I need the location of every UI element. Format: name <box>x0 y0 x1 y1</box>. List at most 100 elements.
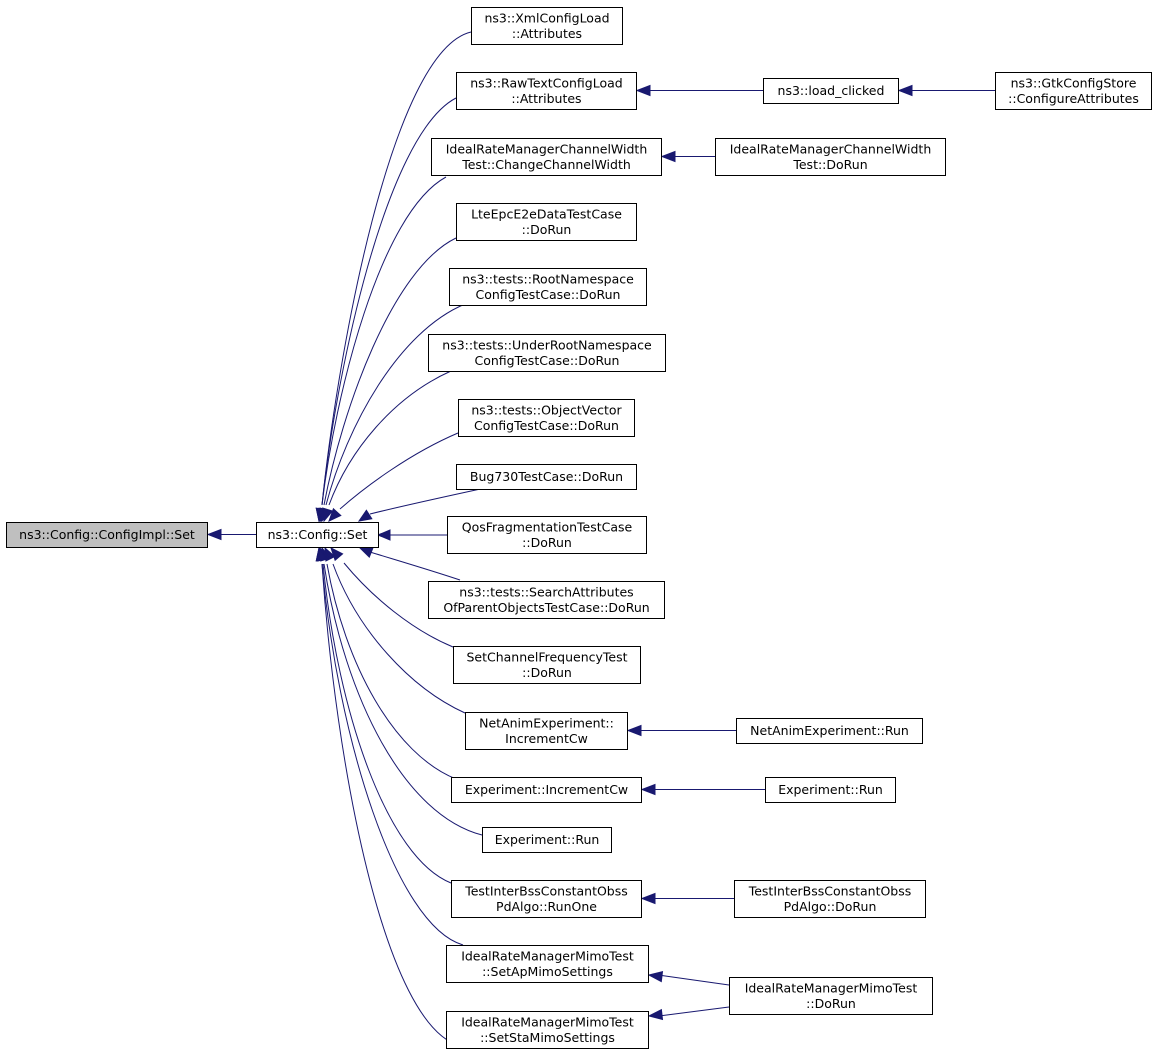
node-label-line: ConfigTestCase::DoRun <box>476 287 621 302</box>
node-label-line: ns3::XmlConfigLoad <box>484 10 609 25</box>
node-xml-config-load[interactable]: ns3::XmlConfigLoad::Attributes <box>471 7 623 45</box>
node-box <box>456 464 637 490</box>
node-box <box>482 827 612 853</box>
node-box <box>715 138 946 176</box>
node-box <box>734 880 926 918</box>
edge-xml_config_load-to-config_set <box>315 31 472 523</box>
node-label-line: IdealRateManagerChannelWidth <box>730 141 932 156</box>
node-label-line: Test::DoRun <box>792 157 867 172</box>
node-box <box>471 7 623 45</box>
node-box <box>6 522 208 548</box>
node-label-line: ::Attributes <box>511 91 581 106</box>
node-label-line: ::ConfigureAttributes <box>1008 91 1139 106</box>
node-layer: ns3::Config::ConfigImpl::Set ns3::Config:… <box>6 7 1152 1049</box>
node-label-line: ::DoRun <box>522 222 572 237</box>
edge-layer <box>206 31 995 1047</box>
node-box <box>465 712 628 750</box>
node-experiment-increment[interactable]: Experiment::IncrementCw <box>451 777 642 803</box>
edge-qos_fragmentation-to-config_set <box>376 529 447 541</box>
node-label-line: ::DoRun <box>806 996 856 1011</box>
node-box <box>729 977 933 1015</box>
node-label-line: ns3::tests::ObjectVector <box>471 402 622 417</box>
node-box <box>763 78 899 104</box>
node-netanim-run[interactable]: NetAnimExperiment::Run <box>736 718 923 744</box>
node-box <box>446 1011 649 1049</box>
edge-gtk_config_store-to-load_clicked <box>897 84 995 97</box>
node-gtk-config-store[interactable]: ns3::GtkConfigStore::ConfigureAttributes <box>995 72 1152 110</box>
node-change-channel-width[interactable]: IdealRateManagerChannelWidthTest::Change… <box>431 138 662 176</box>
node-label-line: TestInterBssConstantObss <box>748 883 912 898</box>
node-bug730[interactable]: Bug730TestCase::DoRun <box>456 464 637 490</box>
node-label-line: ns3::tests::SearchAttributes <box>459 584 633 599</box>
node-experiment-run-right[interactable]: Experiment::Run <box>765 777 896 803</box>
node-search-attributes[interactable]: ns3::tests::SearchAttributesOfParentObje… <box>428 581 665 619</box>
node-box <box>736 718 923 744</box>
edge-inter_bss_dorun-to-inter_bss_runone <box>640 892 734 905</box>
node-label-line: PdAlgo::RunOne <box>496 899 597 914</box>
edge-netanim_run-to-netanim_increment <box>626 724 736 737</box>
node-label-line: IdealRateManagerMimoTest <box>745 980 918 995</box>
node-config-set[interactable]: ns3::Config::Set <box>256 522 379 548</box>
node-label-line: SetChannelFrequencyTest <box>466 649 627 664</box>
node-box <box>446 945 649 983</box>
node-config-impl-set[interactable]: ns3::Config::ConfigImpl::Set <box>6 522 208 548</box>
node-box <box>451 777 642 803</box>
node-label-line: QosFragmentationTestCase <box>462 519 633 534</box>
edge-under_root_namespace-to-config_set <box>322 370 452 523</box>
edge-load_clicked-to-raw_text_config_load <box>635 84 763 97</box>
edge-channel_width_dorun-to-change_channel_width <box>660 150 715 163</box>
node-box <box>458 399 635 437</box>
node-load-clicked[interactable]: ns3::load_clicked <box>763 78 899 104</box>
node-mimo-dorun[interactable]: IdealRateManagerMimoTest::DoRun <box>729 977 933 1015</box>
node-label-line: Experiment::Run <box>495 832 600 847</box>
edge-netanim_increment-to-config_set <box>324 546 466 714</box>
node-lte-epc-e2e[interactable]: LteEpcE2eDataTestCase::DoRun <box>456 203 637 241</box>
node-label-line: ns3::tests::UnderRootNamespace <box>442 337 652 352</box>
node-box <box>765 777 896 803</box>
node-label-line: PdAlgo::DoRun <box>784 899 877 914</box>
node-box <box>995 72 1152 110</box>
node-raw-text-config-load[interactable]: ns3::RawTextConfigLoad::Attributes <box>456 72 637 110</box>
node-mimo-sta[interactable]: IdealRateManagerMimoTest::SetStaMimoSett… <box>446 1011 649 1049</box>
node-label-line: ns3::tests::RootNamespace <box>462 271 634 286</box>
node-label-line: Bug730TestCase::DoRun <box>470 469 623 484</box>
node-box <box>447 516 647 554</box>
node-label-line: IdealRateManagerChannelWidth <box>446 141 648 156</box>
node-label-line: ns3::load_clicked <box>778 83 885 98</box>
node-object-vector[interactable]: ns3::tests::ObjectVectorConfigTestCase::… <box>458 399 635 437</box>
node-label-line: ns3::RawTextConfigLoad <box>470 75 622 90</box>
node-under-root-namespace[interactable]: ns3::tests::UnderRootNamespaceConfigTest… <box>428 334 666 372</box>
node-label-line: LteEpcE2eDataTestCase <box>471 206 622 221</box>
node-box <box>449 268 647 306</box>
edge-mimo_dorun-to-mimo_sta <box>647 1006 730 1021</box>
node-label-line: IdealRateManagerMimoTest <box>461 948 634 963</box>
node-label-line: ns3::Config::Set <box>268 527 368 542</box>
node-label-line: ::SetStaMimoSettings <box>480 1030 615 1045</box>
node-root-namespace[interactable]: ns3::tests::RootNamespaceConfigTestCase:… <box>449 268 647 306</box>
node-label-line: ns3::GtkConfigStore <box>1011 75 1137 90</box>
node-box <box>428 581 665 619</box>
edge-experiment_run_right-to-experiment_increment <box>640 783 765 796</box>
node-qos-fragmentation[interactable]: QosFragmentationTestCase::DoRun <box>447 516 647 554</box>
node-label-line: OfParentObjectsTestCase::DoRun <box>443 600 649 615</box>
node-label-line: Test::ChangeChannelWidth <box>461 157 631 172</box>
edge-mimo_sta-to-config_set <box>315 546 462 1047</box>
node-label-line: ConfigTestCase::DoRun <box>475 353 620 368</box>
edge-search_attributes-to-config_set <box>358 547 461 581</box>
node-mimo-ap[interactable]: IdealRateManagerMimoTest::SetApMimoSetti… <box>446 945 649 983</box>
edge-object_vector-to-config_set <box>328 432 459 522</box>
node-label-line: ConfigTestCase::DoRun <box>474 418 619 433</box>
node-label-line: Experiment::Run <box>778 782 883 797</box>
node-box <box>453 646 641 684</box>
node-set-channel-frequency[interactable]: SetChannelFrequencyTest::DoRun <box>453 646 641 684</box>
edge-change_channel_width-to-config_set <box>315 176 447 523</box>
node-box <box>428 334 666 372</box>
node-netanim-increment[interactable]: NetAnimExperiment::IncrementCw <box>465 712 628 750</box>
node-experiment-run[interactable]: Experiment::Run <box>482 827 612 853</box>
node-box <box>431 138 662 176</box>
node-box <box>456 72 637 110</box>
